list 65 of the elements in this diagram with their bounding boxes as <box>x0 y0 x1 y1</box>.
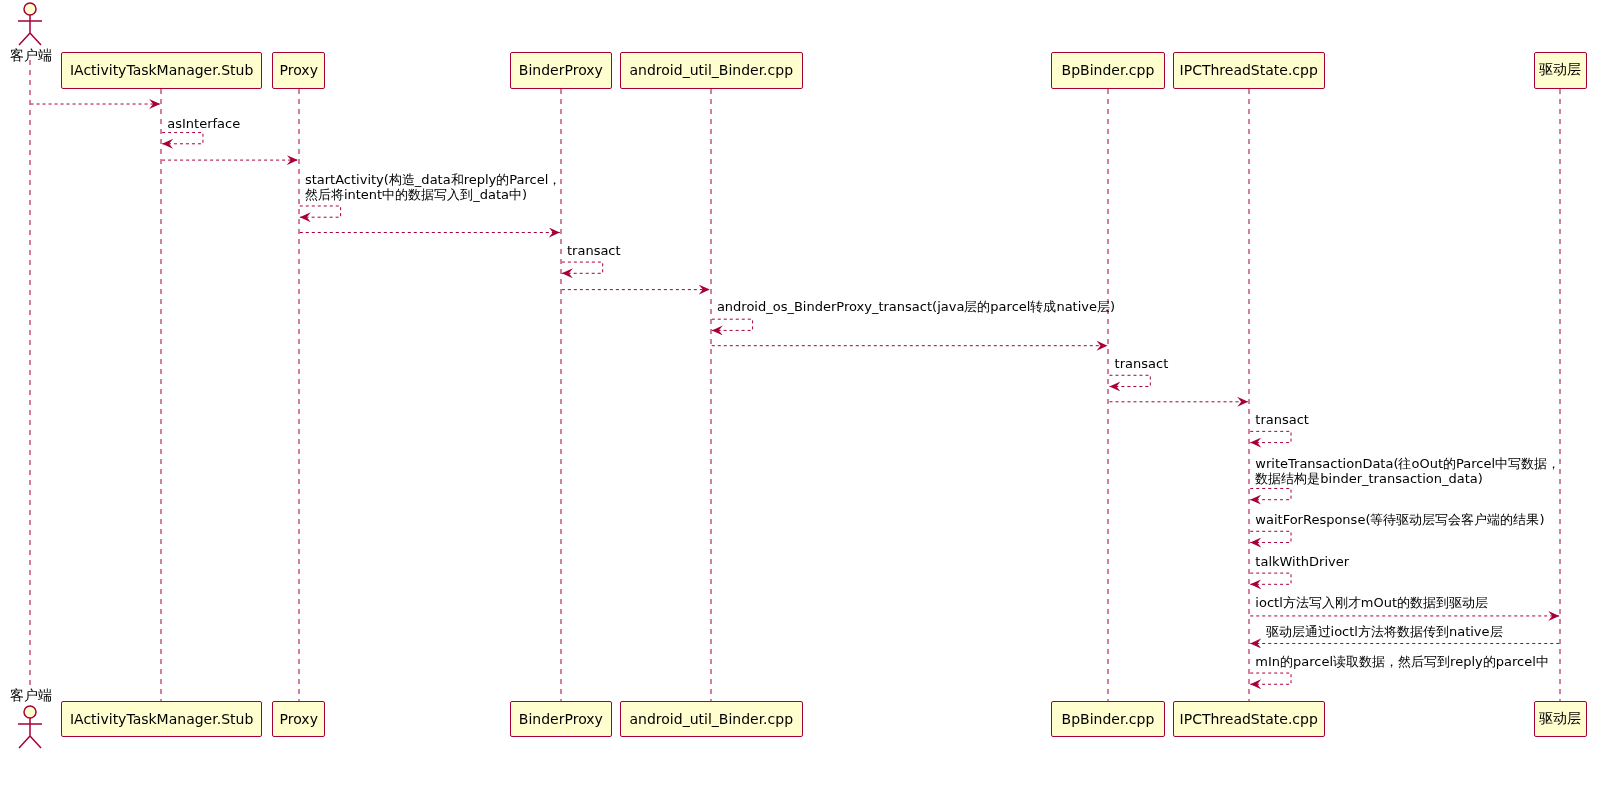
message-label: transact <box>1255 412 1309 427</box>
message-label: 驱动层通过ioctl方法将数据传到native层 <box>1265 624 1503 640</box>
message-label: asInterface <box>167 116 241 132</box>
lifeline <box>297 88 300 701</box>
self-message-arrow <box>161 132 204 149</box>
participant-box <box>1533 52 1587 89</box>
participant-box <box>1172 700 1325 738</box>
participant-label: IPCThreadState.cpp <box>1179 710 1318 727</box>
participant-label: IActivityTaskManager.Stub <box>69 710 254 727</box>
self-message-arrow <box>711 318 754 336</box>
participant-label: BinderProxy <box>518 710 603 727</box>
message-arrow <box>161 155 299 166</box>
participant-box <box>620 700 803 738</box>
self-message-arrow <box>299 205 342 223</box>
participant-box <box>1051 700 1165 738</box>
participant-label: android_util_Binder.cpp <box>629 62 794 79</box>
self-message-arrow <box>1249 572 1292 590</box>
lifeline <box>709 88 712 701</box>
message-label: transact <box>567 242 621 258</box>
message-label: startActivity(构造_data和reply的Parcel，然后将intent中的数据写入到_data中) <box>304 172 563 203</box>
lifeline <box>559 88 562 701</box>
participant-box <box>61 700 263 738</box>
lifeline <box>1559 88 1562 701</box>
lifeline <box>160 88 163 701</box>
message-label: mIn的parcel读取数据，然后写到reply的parcel中 <box>1255 653 1549 669</box>
participant-box <box>620 52 803 89</box>
participant-box <box>61 52 263 89</box>
participant-box <box>1533 700 1587 738</box>
participant-box <box>272 700 326 738</box>
participant-label: BinderProxy <box>518 62 603 79</box>
self-message-arrow <box>1249 430 1292 448</box>
message-label: transact <box>1114 355 1169 371</box>
message-label: ioctl方法写入刚才mOut的数据到驱动层 <box>1255 594 1488 610</box>
participant-box <box>272 52 326 89</box>
participant-box <box>1051 52 1165 89</box>
participant-label: BpBinder.cpp <box>1061 710 1155 727</box>
self-message-arrow <box>561 261 604 279</box>
message-arrow <box>299 227 561 238</box>
participant-box <box>1172 52 1325 89</box>
lifeline <box>1248 88 1251 701</box>
participant-box <box>509 700 612 738</box>
participant-label: Proxy <box>279 62 318 79</box>
message-label: writeTransactionData(往oOut的Parcel中写数据，数据结构是binder_transaction_data) <box>1255 455 1562 486</box>
message-arrow <box>561 284 711 295</box>
self-message-arrow <box>1249 530 1292 548</box>
message-arrow <box>30 99 161 109</box>
message-arrow <box>1109 396 1249 407</box>
message-label: waitForResponse(等待驱动层写会客户端的结果) <box>1255 511 1545 527</box>
participant-box <box>509 52 612 89</box>
lifeline <box>28 60 31 688</box>
participant-label: 驱动层 <box>1539 61 1582 80</box>
self-message-arrow <box>1249 672 1292 690</box>
participant-label: IPCThreadState.cpp <box>1179 62 1318 79</box>
message-label: talkWithDriver <box>1255 553 1350 569</box>
participant-label: BpBinder.cpp <box>1061 62 1155 79</box>
participant-label: IActivityTaskManager.Stub <box>69 62 254 79</box>
participant-label: android_util_Binder.cpp <box>629 710 794 727</box>
message-arrow <box>1249 638 1560 649</box>
message-arrow <box>1249 610 1560 621</box>
participant-label: Proxy <box>279 710 318 727</box>
message-arrow <box>711 340 1108 351</box>
self-message-arrow <box>1249 487 1292 505</box>
participant-label: 驱动层 <box>1539 709 1582 728</box>
message-label: android_os_BinderProxy_transact(java层的parcel转成native层) <box>716 298 1116 314</box>
self-message-arrow <box>1109 374 1151 392</box>
